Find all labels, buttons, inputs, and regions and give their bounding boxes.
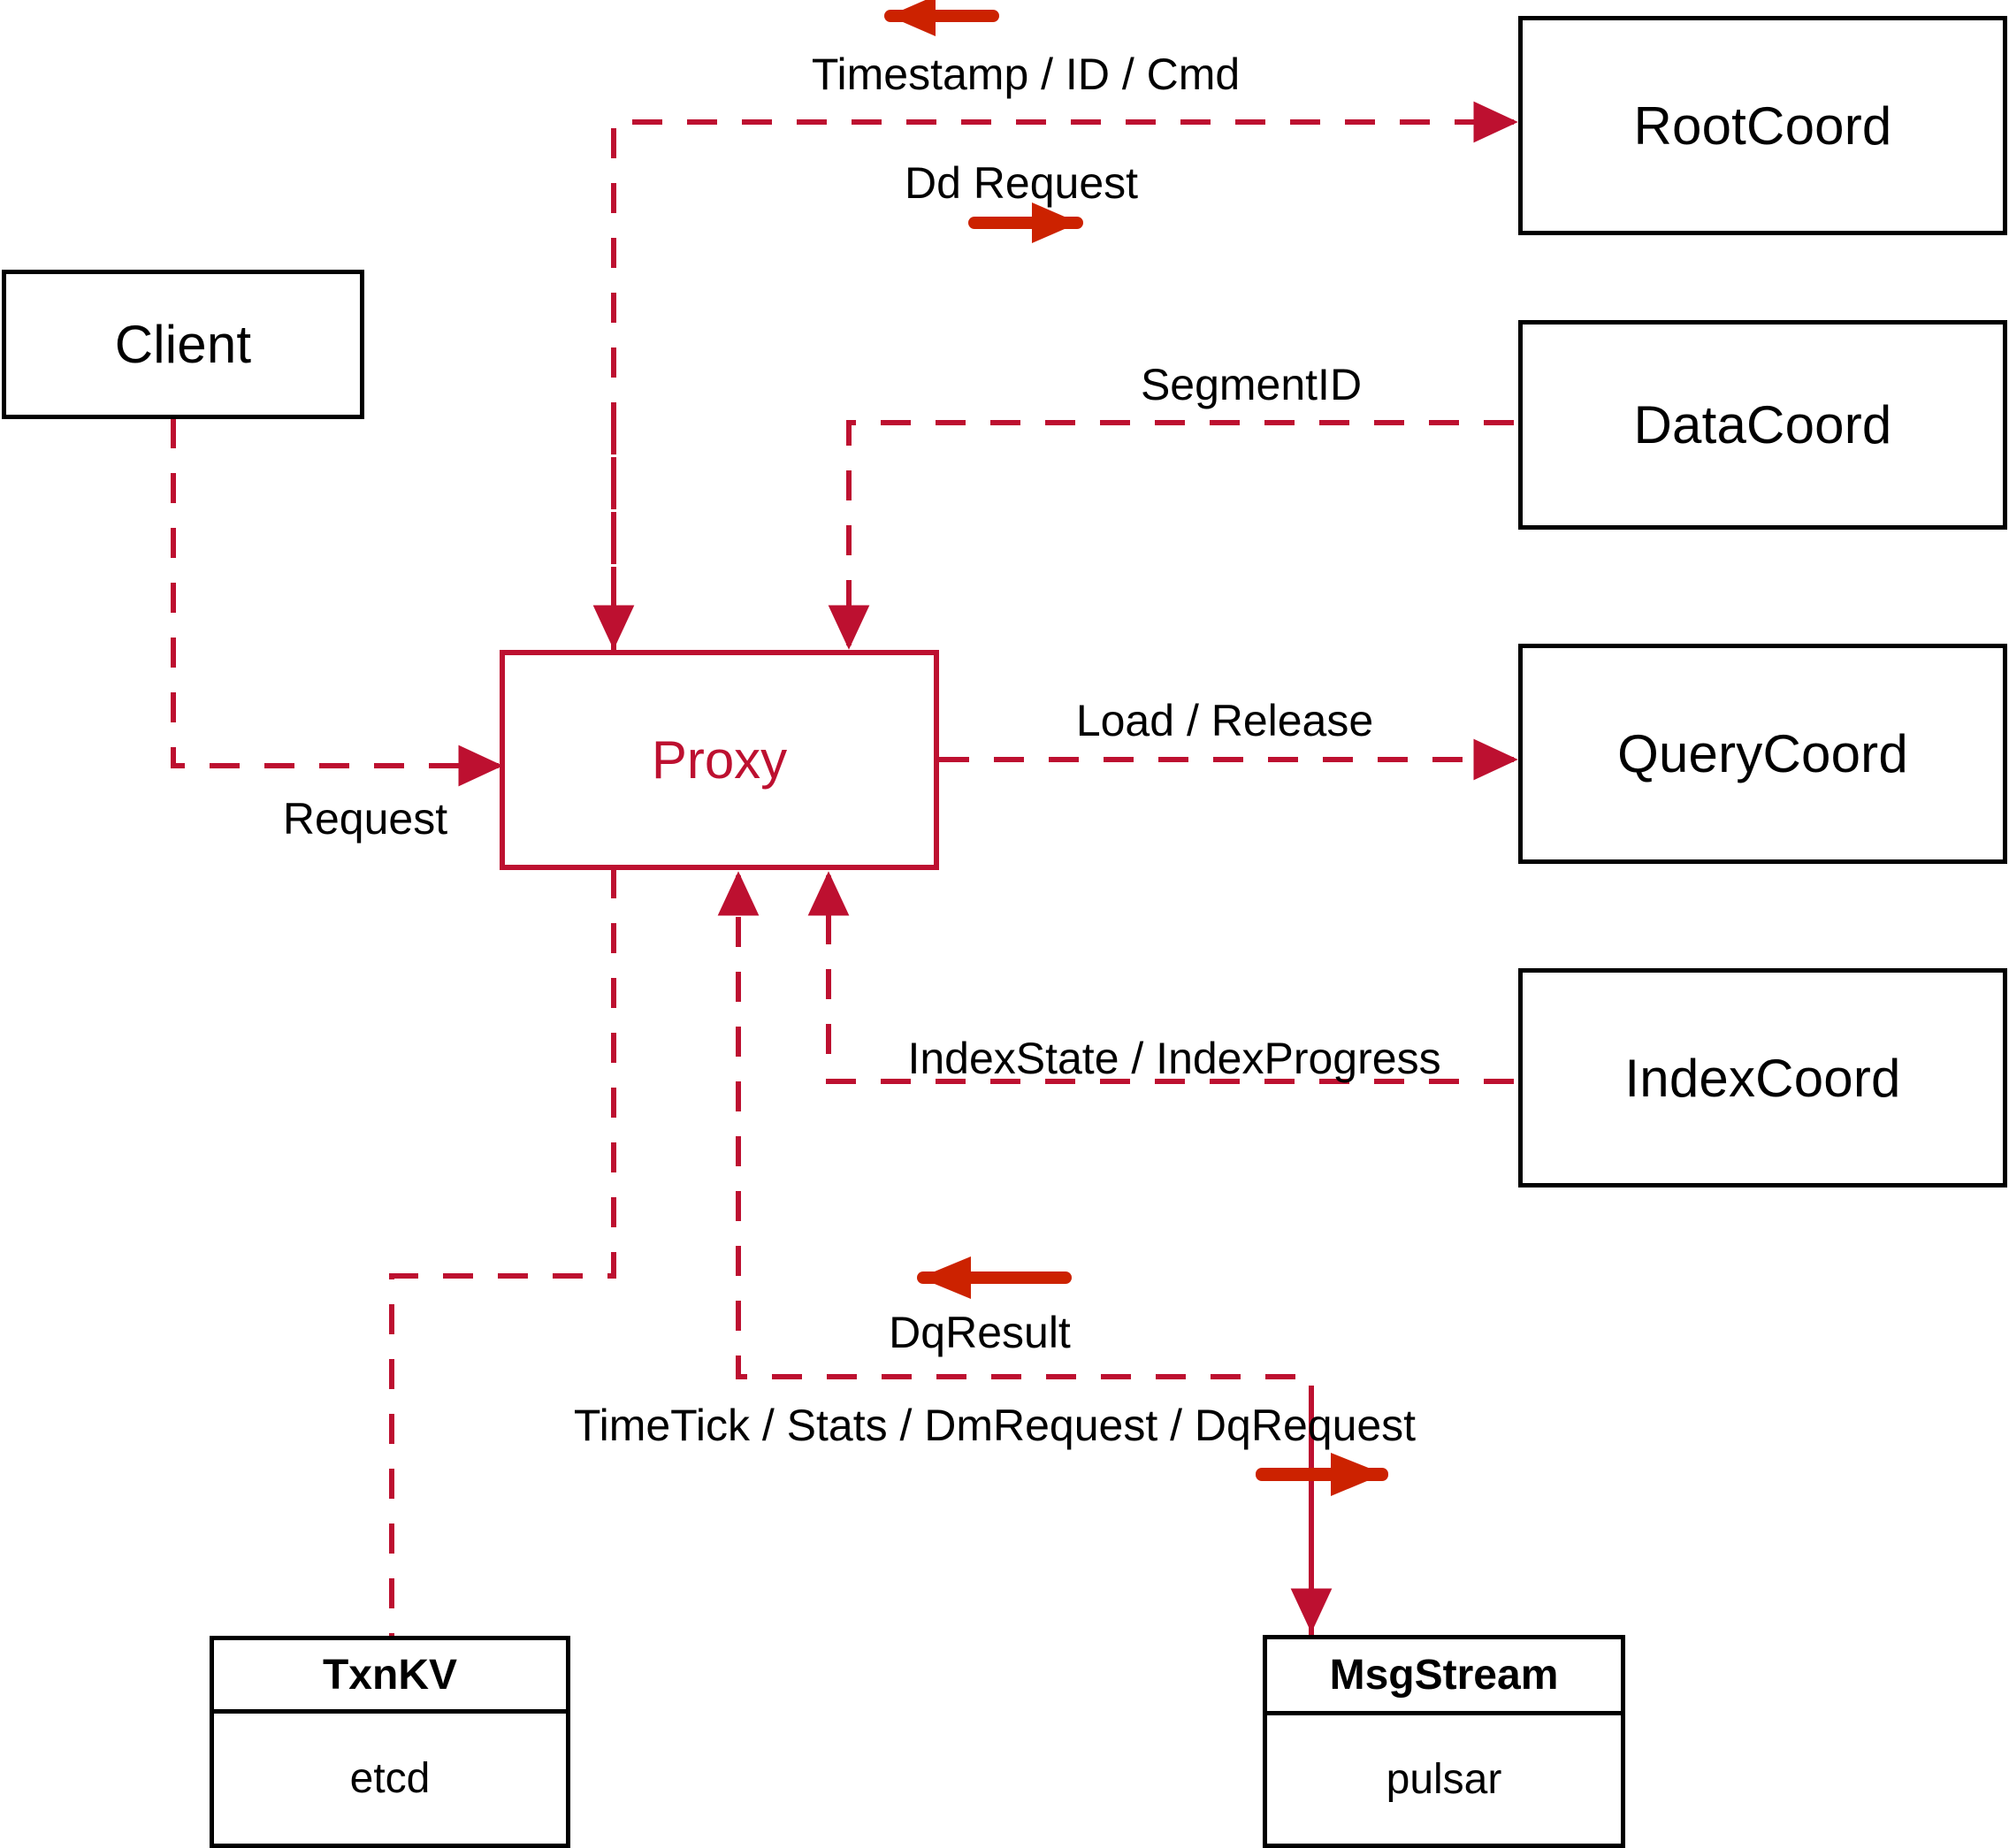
node-proxy[interactable]: Proxy [500,650,939,870]
node-client[interactable]: Client [2,270,364,419]
node-rootcoord-label: RootCoord [1633,95,1892,156]
edge-proxy-rootcoord [611,101,1518,652]
edge-label-dqresult: DqResult [889,1308,1071,1357]
edge-label-request: Request [282,794,448,844]
edge-datacoord-proxy [828,420,1514,650]
edge-label-dd-request: Dd Request [904,158,1139,208]
dqresult-arrow [917,1256,1072,1299]
annotation-arrows [884,0,1388,1496]
node-msgstream-body-label: pulsar [1386,1756,1502,1803]
edge-label-segmentid: SegmentID [1140,360,1363,409]
node-msgstream-header: MsgStream [1267,1639,1621,1715]
node-rootcoord[interactable]: RootCoord [1518,16,2007,235]
dd-request-arrow [968,202,1083,243]
node-querycoord-label: QueryCoord [1617,724,1908,783]
edge-label-load-release: Load / Release [1075,696,1374,745]
edge-label-indexstate: IndexState / IndexProgress [907,1034,1441,1083]
node-datacoord-label: DataCoord [1633,395,1892,454]
node-indexcoord[interactable]: IndexCoord [1518,968,2007,1187]
node-txnkv[interactable]: TxnKV etcd [210,1636,570,1848]
timetick-arrow [1256,1453,1388,1496]
node-msgstream[interactable]: MsgStream pulsar [1263,1635,1625,1848]
node-msgstream-body: pulsar [1267,1715,1621,1844]
edge-label-timestamp-id-cmd: Timestamp / ID / Cmd [811,50,1241,99]
node-txnkv-header-label: TxnKV [322,1651,457,1699]
node-txnkv-body: etcd [214,1714,566,1844]
node-txnkv-body-label: etcd [349,1755,431,1802]
node-client-label: Client [114,315,252,374]
node-indexcoord-label: IndexCoord [1624,1048,1901,1108]
edge-msgstream-proxy [717,871,1314,1635]
timestamp-arrow [884,0,999,36]
edge-label-timetick: TimeTick / Stats / DmRequest / DqRequest [573,1401,1417,1450]
node-querycoord[interactable]: QueryCoord [1518,644,2007,864]
node-msgstream-header-label: MsgStream [1329,1652,1559,1699]
node-txnkv-header: TxnKV [214,1640,566,1714]
edge-client-proxy [171,418,503,787]
edge-indexcoord-proxy [807,871,1514,1084]
node-proxy-label: Proxy [651,730,788,790]
node-datacoord[interactable]: DataCoord [1518,320,2007,530]
edge-proxy-txnkv [389,868,616,1636]
